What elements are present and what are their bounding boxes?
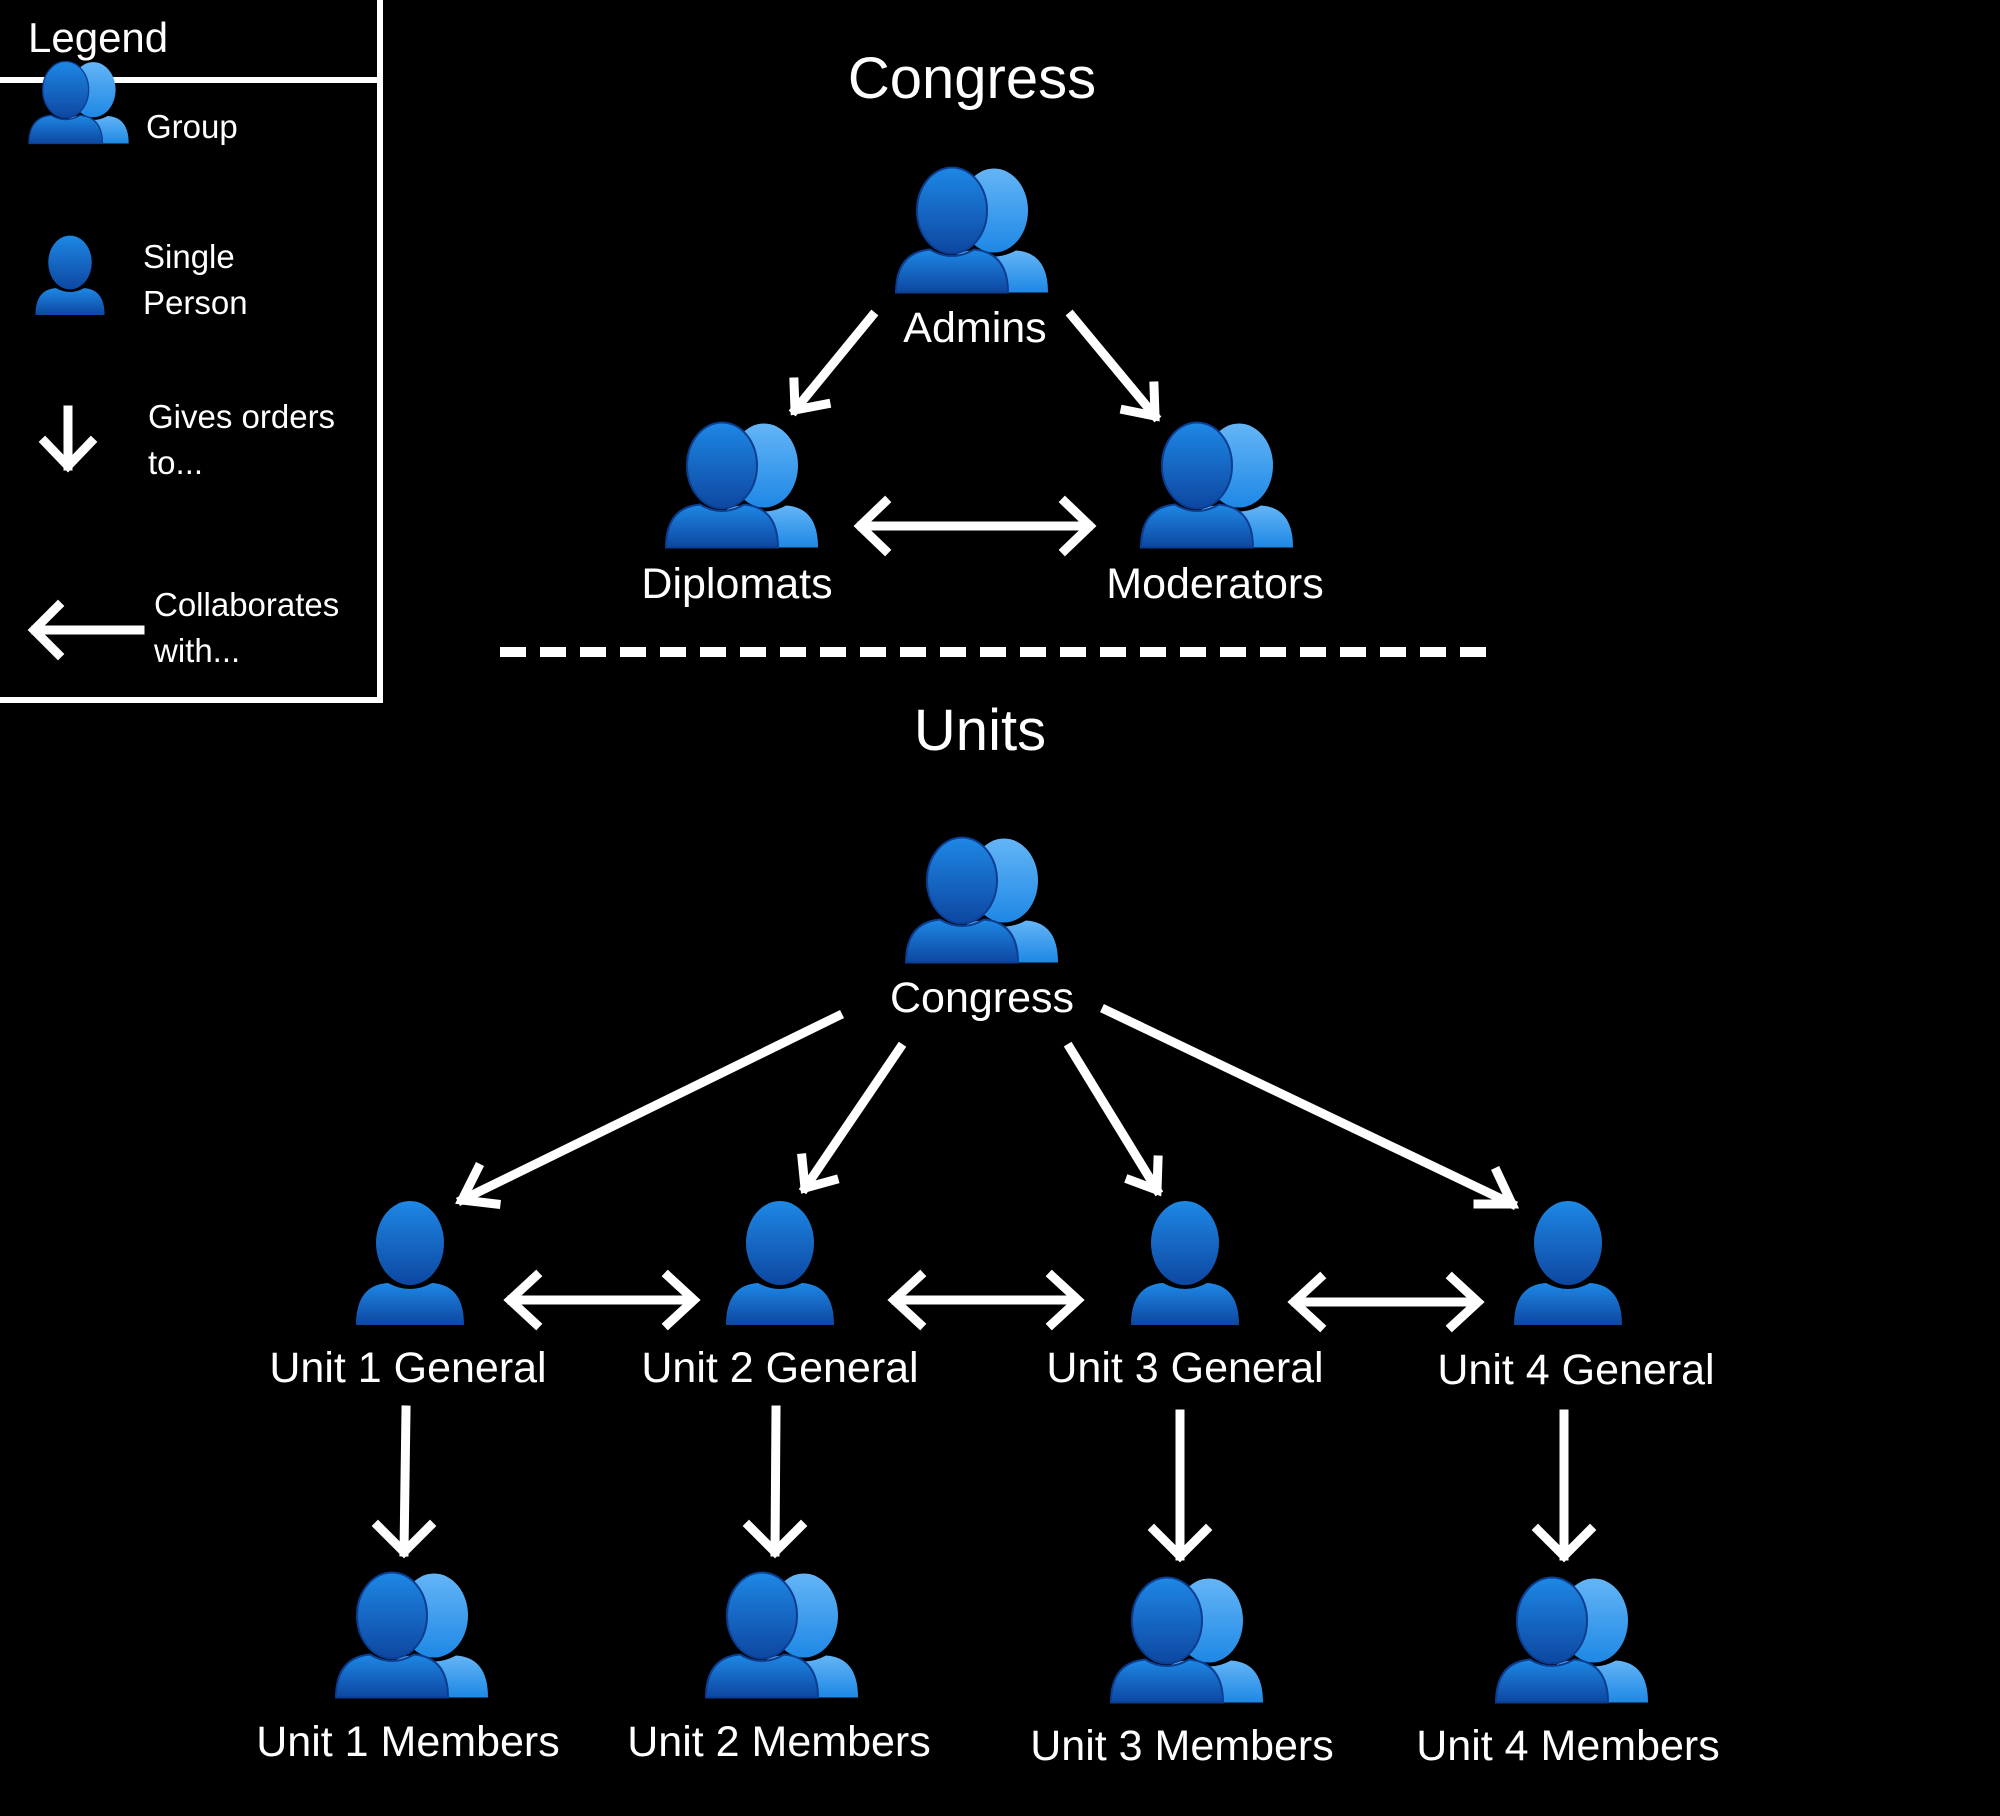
unit3-general-label: Unit 3 General xyxy=(1046,1344,1323,1392)
collab-diplomats-moderators xyxy=(853,495,1097,557)
unit3-members-group-icon xyxy=(1109,1576,1265,1704)
legend-person-icon xyxy=(35,235,105,315)
unit3-members-label: Unit 3 Members xyxy=(1030,1722,1333,1770)
legend-person-label-line1: Single xyxy=(143,238,235,275)
legend-orders-label-line1: Gives orders xyxy=(148,398,335,435)
legend-title: Legend xyxy=(28,14,168,61)
unit1-members-label: Unit 1 Members xyxy=(256,1718,559,1766)
collab-unit2-unit3 xyxy=(887,1269,1085,1331)
arrow-unit3-general-to-members xyxy=(1147,1409,1213,1563)
arrow-unit2-general-to-members xyxy=(742,1405,808,1559)
admins-group-icon xyxy=(894,166,1050,294)
unit4-general-person-icon xyxy=(1514,1201,1622,1325)
diplomats-label: Diplomats xyxy=(641,560,832,608)
unit4-members-group-icon xyxy=(1494,1576,1650,1704)
congress-title: Congress xyxy=(848,46,1096,111)
units-section: Units Congress Unit 1 General Unit 2 Gen… xyxy=(256,698,1719,1770)
unit1-general-person-icon xyxy=(356,1201,464,1325)
arrow-congress-to-unit4-general xyxy=(1099,1003,1520,1211)
down-arrow-icon xyxy=(38,405,98,473)
units-congress-label: Congress xyxy=(890,974,1074,1022)
legend-border xyxy=(0,0,383,703)
legend-collab-label-line1: Collaborates xyxy=(154,586,339,623)
unit1-members-group-icon xyxy=(334,1571,490,1699)
unit4-members-label: Unit 4 Members xyxy=(1416,1722,1719,1770)
unit2-members-label: Unit 2 Members xyxy=(627,1718,930,1766)
legend-group-icon xyxy=(27,60,130,145)
legend-person-label-line2: Person xyxy=(143,284,248,321)
admins-label: Admins xyxy=(903,304,1046,352)
collab-unit3-unit4 xyxy=(1287,1271,1485,1333)
unit2-general-label: Unit 2 General xyxy=(641,1344,918,1392)
units-congress-group-icon xyxy=(904,836,1060,964)
legend-orders-label-line2: to... xyxy=(148,444,203,481)
unit2-general-person-icon xyxy=(726,1201,834,1325)
collab-unit1-unit2 xyxy=(503,1269,701,1331)
arrow-congress-to-unit1-general xyxy=(455,1009,845,1209)
unit4-general-label: Unit 4 General xyxy=(1437,1346,1714,1394)
arrow-congress-to-unit2-general xyxy=(797,1041,907,1195)
legend-group-label: Group xyxy=(146,108,238,145)
legend-collab-label-line2: with... xyxy=(153,632,240,669)
unit1-general-label: Unit 1 General xyxy=(269,1344,546,1392)
moderators-label: Moderators xyxy=(1106,560,1323,608)
arrow-unit1-general-to-members xyxy=(371,1405,437,1559)
arrow-admins-to-diplomats xyxy=(788,309,879,417)
arrow-unit4-general-to-members xyxy=(1531,1409,1597,1563)
legend: Legend Group Single Person Gives orders … xyxy=(0,0,383,703)
arrow-admins-to-moderators xyxy=(1065,309,1162,423)
double-arrow-icon xyxy=(27,599,145,661)
diplomats-group-icon xyxy=(664,421,820,549)
congress-section: Congress Admins Diplomats Moderators xyxy=(641,46,1323,608)
unit3-general-person-icon xyxy=(1131,1201,1239,1325)
units-title: Units xyxy=(914,698,1046,763)
moderators-group-icon xyxy=(1139,421,1295,549)
arrow-congress-to-unit3-general xyxy=(1063,1041,1164,1197)
unit2-members-group-icon xyxy=(704,1571,860,1699)
